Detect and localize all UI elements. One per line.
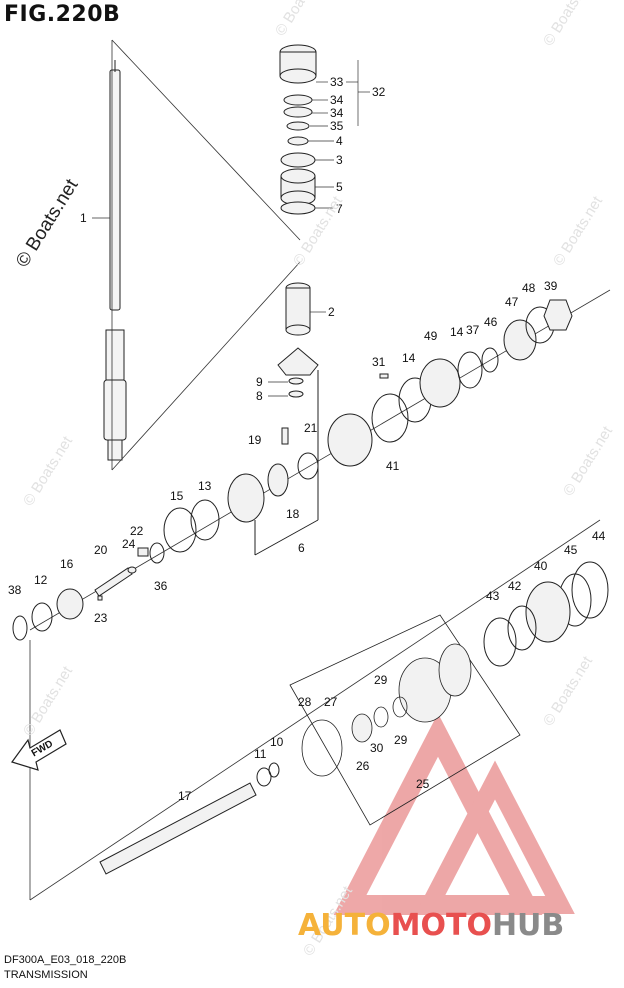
part-label: 4 bbox=[336, 134, 343, 148]
part-label: 35 bbox=[330, 119, 344, 133]
part-label: 16 bbox=[60, 557, 74, 571]
part-label: 34 bbox=[330, 106, 344, 120]
part-label: 36 bbox=[154, 579, 168, 593]
part-label: 42 bbox=[508, 579, 522, 593]
part-label: 48 bbox=[522, 281, 536, 295]
part-label: 12 bbox=[34, 573, 48, 587]
shift-pin-group bbox=[12, 542, 165, 641]
part-label: 26 bbox=[356, 759, 370, 773]
part-label: 10 bbox=[270, 735, 284, 749]
part-label: 23 bbox=[94, 611, 108, 625]
part-label: 47 bbox=[505, 295, 519, 309]
part-label: 3 bbox=[336, 153, 343, 167]
reverse-gear-cluster bbox=[163, 370, 319, 556]
leader-lines bbox=[92, 60, 370, 397]
pinion-group bbox=[277, 282, 319, 398]
part-label: 39 bbox=[544, 279, 558, 293]
part-label: 30 bbox=[370, 741, 384, 755]
part-label: 38 bbox=[8, 583, 22, 597]
part-label: 14 bbox=[402, 351, 416, 365]
part-label: 34 bbox=[330, 93, 344, 107]
fwd-arrow-icon: FWD bbox=[11, 729, 67, 771]
automotohub-logo: AUTOMOTOHUB bbox=[298, 908, 564, 943]
forward-gear-cluster bbox=[327, 299, 573, 467]
top-bearing-stack bbox=[279, 44, 317, 215]
part-label: 46 bbox=[484, 315, 498, 329]
part-label: 5 bbox=[336, 180, 343, 194]
part-label: 7 bbox=[336, 202, 343, 216]
part-label: 31 bbox=[372, 355, 386, 369]
part-label: 20 bbox=[94, 543, 108, 557]
part-label: 25 bbox=[416, 777, 430, 791]
part-label: 33 bbox=[330, 75, 344, 89]
propeller-shaft-housing-box bbox=[289, 614, 521, 826]
part-label: 9 bbox=[256, 375, 263, 389]
footer-name: TRANSMISSION bbox=[4, 969, 88, 981]
part-label: 45 bbox=[564, 543, 578, 557]
part-label: 24 bbox=[122, 537, 136, 551]
part-label: 28 bbox=[298, 695, 312, 709]
part-label: 27 bbox=[324, 695, 338, 709]
part-label: 21 bbox=[304, 421, 318, 435]
part-label: 44 bbox=[592, 529, 606, 543]
part-label: 22 bbox=[130, 524, 144, 538]
bearing-housing-group bbox=[483, 561, 609, 667]
part-label: 1 bbox=[80, 211, 87, 225]
part-label: 2 bbox=[328, 305, 335, 319]
propeller-shaft-17 bbox=[99, 762, 280, 875]
part-label: 41 bbox=[386, 459, 400, 473]
part-label: 18 bbox=[286, 507, 300, 521]
part-label: 17 bbox=[178, 789, 192, 803]
part-label: 11 bbox=[254, 747, 267, 761]
logo-hub: HUB bbox=[491, 908, 565, 943]
part-label: 29 bbox=[374, 673, 388, 687]
part-label: 49 bbox=[424, 329, 438, 343]
logo-mark bbox=[333, 713, 575, 915]
part-label: 8 bbox=[256, 389, 263, 403]
figure-title: FIG.220B bbox=[4, 2, 121, 27]
logo-moto: MOTO bbox=[390, 908, 492, 943]
part-label: 29 bbox=[394, 733, 408, 747]
drive-shaft-1 bbox=[103, 60, 127, 461]
part-label: 19 bbox=[248, 433, 262, 447]
part-labels: 1 33 32 34 34 35 4 3 5 7 2 9 8 31 49 14 … bbox=[8, 75, 606, 803]
part-label: 13 bbox=[198, 479, 212, 493]
part-label: 14 bbox=[450, 325, 464, 339]
part-label: 40 bbox=[534, 559, 548, 573]
part-label: 37 bbox=[466, 323, 480, 337]
logo-auto: AUTO bbox=[298, 908, 391, 943]
footer-code: DF300A_E03_018_220B bbox=[4, 954, 127, 966]
part-label: 32 bbox=[372, 85, 386, 99]
part-label: 6 bbox=[298, 541, 305, 555]
part-label: 43 bbox=[486, 589, 500, 603]
part-label: 15 bbox=[170, 489, 184, 503]
